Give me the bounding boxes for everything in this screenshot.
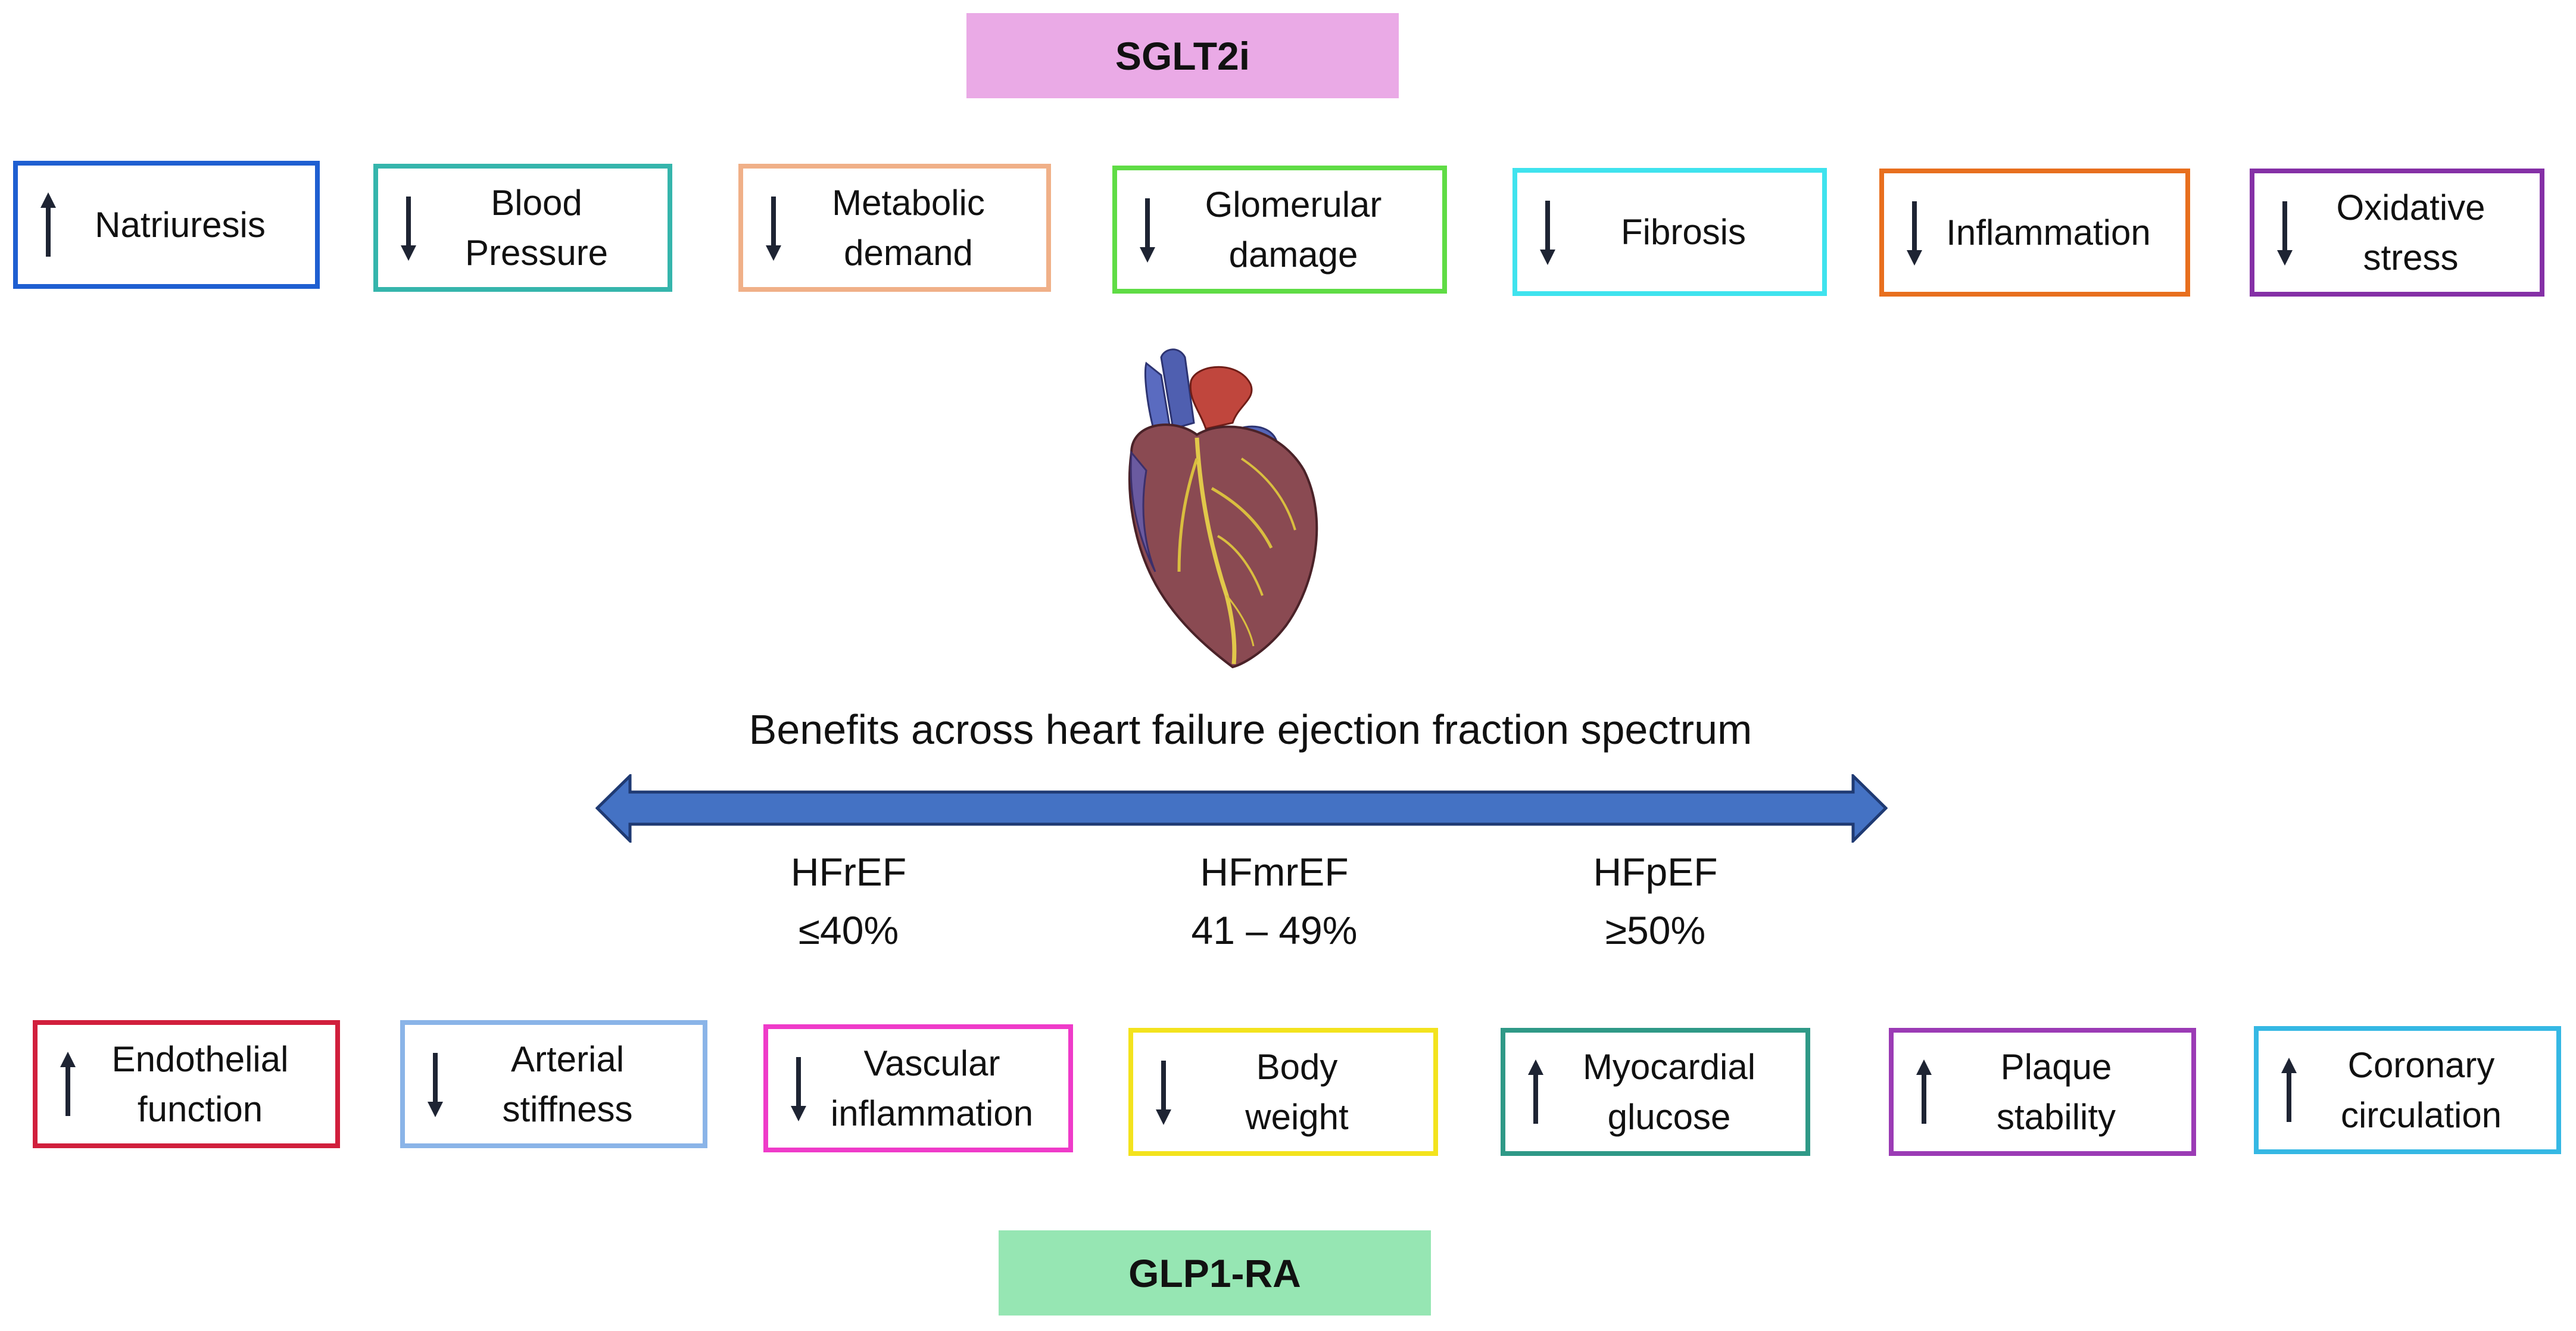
glp1-effect-box: Body weight	[1128, 1028, 1438, 1156]
glp1-effect-box: Arterial stiffness	[400, 1020, 707, 1148]
up-arrow-icon	[60, 1051, 76, 1116]
up-arrow-icon	[1528, 1059, 1543, 1124]
benefits-caption: Benefits across heart failure ejection f…	[749, 706, 1752, 753]
glp1-banner: GLP1-RA	[999, 1230, 1431, 1316]
ef-category: HFpEF ≥50%	[1507, 843, 1804, 959]
ef-category-name: HFrEF	[790, 850, 907, 894]
ef-spectrum-double-arrow	[595, 774, 1888, 843]
heart-anatomy-icon	[1128, 348, 1318, 669]
sglt2i-effect-label: Fibrosis	[1620, 211, 1747, 252]
down-arrow-icon	[1156, 1060, 1171, 1125]
down-arrow-icon	[2277, 201, 2293, 266]
ef-category: HFrEF ≤40%	[700, 843, 997, 959]
glp1-effect-box: Vascular inflammation	[763, 1024, 1073, 1152]
glp1-effect-label: Endothelial function	[111, 1039, 289, 1129]
glp1-effect-box: Coronary circulation	[2254, 1026, 2561, 1154]
glp1-effect-label: Arterial stiffness	[502, 1039, 633, 1129]
down-arrow-icon	[1140, 198, 1155, 263]
sglt2i-effect-label: Metabolic demand	[832, 182, 985, 273]
up-arrow-icon	[40, 192, 56, 257]
glp1-effect-label: Vascular inflammation	[830, 1043, 1034, 1133]
ef-category-range: 41 – 49%	[1191, 908, 1358, 952]
glp1-effect-box: Myocardial glucose	[1501, 1028, 1810, 1156]
down-arrow-icon	[791, 1056, 806, 1121]
down-arrow-icon	[428, 1052, 443, 1117]
sglt2i-effect-box: Glomerular damage	[1112, 166, 1447, 294]
glp1-effect-label: Plaque stability	[1996, 1046, 2116, 1137]
glp1-banner-label: GLP1-RA	[1128, 1251, 1301, 1295]
down-arrow-icon	[401, 196, 416, 261]
glp1-effect-box: Endothelial function	[33, 1020, 340, 1148]
sglt2i-effect-label: Glomerular damage	[1205, 184, 1382, 275]
glp1-effect-box: Plaque stability	[1889, 1028, 2196, 1156]
sglt2i-effect-label: Inflammation	[1946, 212, 2151, 253]
sglt2i-effect-box: Metabolic demand	[738, 164, 1051, 292]
down-arrow-icon	[1540, 200, 1555, 265]
sglt2i-effect-label: Natriuresis	[95, 204, 266, 245]
ef-category: HFmrEF 41 – 49%	[1125, 843, 1423, 959]
sglt2i-effect-box: Inflammation	[1879, 169, 2190, 297]
ef-category-range: ≥50%	[1605, 908, 1706, 952]
up-arrow-icon	[1916, 1059, 1932, 1124]
ef-category-name: HFmrEF	[1200, 850, 1349, 894]
glp1-effect-label: Body weight	[1245, 1046, 1349, 1137]
glp1-effect-label: Coronary circulation	[2340, 1045, 2502, 1135]
sglt2i-effect-box: Blood Pressure	[373, 164, 672, 292]
up-arrow-icon	[2281, 1057, 2297, 1122]
sglt2i-banner-label: SGLT2i	[1115, 33, 1250, 78]
down-arrow-icon	[766, 196, 781, 261]
sglt2i-effect-box: Oxidative stress	[2250, 169, 2544, 297]
down-arrow-icon	[1907, 201, 1922, 266]
glp1-effect-label: Myocardial glucose	[1582, 1046, 1756, 1137]
ef-category-name: HFpEF	[1593, 850, 1718, 894]
ef-category-range: ≤40%	[798, 908, 899, 952]
sglt2i-effect-label: Blood Pressure	[464, 182, 609, 273]
sglt2i-effect-box: Natriuresis	[13, 161, 320, 289]
sglt2i-effect-box: Fibrosis	[1512, 168, 1827, 296]
sglt2i-banner: SGLT2i	[966, 13, 1399, 98]
sglt2i-effect-label: Oxidative stress	[2336, 187, 2485, 278]
